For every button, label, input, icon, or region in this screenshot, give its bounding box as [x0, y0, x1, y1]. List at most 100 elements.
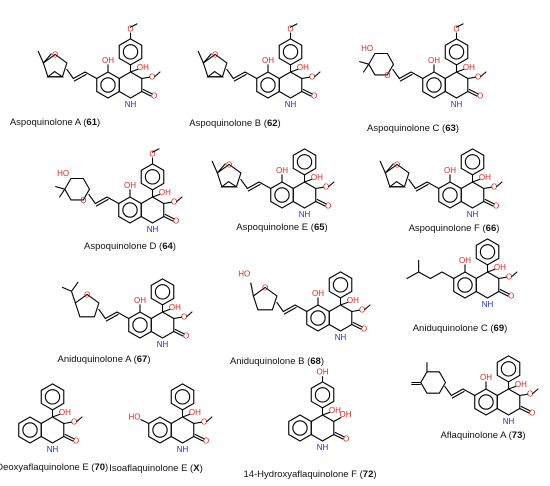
carbonyl-oxygen: O: [493, 202, 499, 211]
methoxy-oxygen: O: [359, 306, 365, 315]
ring-hydroxyl: HO: [57, 169, 69, 178]
lactam-nh: NH: [451, 100, 463, 109]
methoxy-oxygen: O: [323, 183, 329, 192]
hydroxyl-label: OH: [311, 173, 323, 182]
carbinol-hydroxyl: HO: [238, 269, 250, 278]
aryl-methoxy-oxygen: O: [149, 150, 155, 159]
carbonyl-oxygen: O: [343, 435, 349, 444]
carbonyl-oxygen: O: [529, 409, 535, 418]
ring-oxygen: O: [52, 50, 58, 59]
lactam-nh: NH: [47, 445, 59, 454]
lactam-nh: NH: [317, 443, 329, 452]
aryl-methoxy-oxygen: O: [287, 25, 293, 34]
hydroxyl-label: OH: [59, 408, 71, 417]
ring-hydroxyl: HO: [361, 44, 373, 53]
carbonyl-oxygen: O: [183, 332, 189, 341]
hydroxyl-label: OH: [137, 63, 149, 72]
compound-name-label: Aspoquinolone B (62): [189, 118, 280, 129]
compound-name-label: Aspoquinolone E (65): [236, 222, 327, 233]
carbonyl-oxygen: O: [173, 217, 179, 226]
methoxy-oxygen: O: [527, 390, 533, 399]
ring-oxygen: O: [80, 196, 86, 205]
methoxy-oxygen: O: [171, 198, 177, 207]
phenol-hydroxyl: OH: [428, 56, 440, 65]
hydroxyl-label: OH: [479, 173, 491, 182]
methoxy-oxygen: O: [181, 313, 187, 322]
carbonyl-oxygen: O: [477, 92, 483, 101]
carbonyl-oxygen: O: [151, 92, 157, 101]
hydroxyl-label: OH: [169, 303, 181, 312]
phenol-hydroxyl: OH: [480, 373, 492, 382]
hydroxyl-label: OH: [347, 296, 359, 305]
lactam-nh: NH: [177, 445, 189, 454]
hydroxyl-label: OH: [339, 410, 351, 419]
carbonyl-oxygen: O: [73, 437, 79, 446]
phenol-hydroxyl: OH: [262, 56, 274, 65]
hydroxyl-label: OH: [297, 63, 309, 72]
carbonyl-oxygen: O: [311, 92, 317, 101]
carbonyl-oxygen: O: [325, 202, 331, 211]
compound-name-label: 6-Deoxyaflaquinolone E (70): [0, 462, 108, 473]
hydroxyl-label: OH: [329, 406, 341, 415]
hydroxyl-label: OH: [189, 408, 201, 417]
methoxy-oxygen: O: [71, 418, 77, 427]
compound-name-label: Aniduquinolone B (68): [230, 356, 324, 367]
methoxy-oxygen: O: [201, 418, 207, 427]
carbonyl-oxygen: O: [361, 325, 367, 334]
compound-name-label: Aflaquinolone A (73): [440, 430, 525, 441]
compound-70: ONHOOH6-Deoxyaflaquinolone E (70): [0, 383, 108, 473]
hydroxyl-label: OH: [159, 188, 171, 197]
methoxy-oxygen: O: [491, 183, 497, 192]
ring-oxygen: O: [226, 160, 232, 169]
phenol-hydroxyl: OH: [444, 166, 456, 175]
phenol-hydroxyl: OH: [124, 181, 136, 190]
methoxy-oxygen: O: [149, 73, 155, 82]
ring-oxygen: O: [84, 290, 90, 299]
compound-name-label: Aspoquinolone D (64): [84, 241, 176, 252]
lactam-nh: NH: [482, 300, 494, 309]
lactam-nh: NH: [285, 100, 297, 109]
carbonyl-oxygen: O: [203, 437, 209, 446]
compound-name-label: 14-Hydroxyaflaquinolone F (72): [243, 469, 376, 480]
lactam-nh: NH: [157, 340, 169, 349]
lactam-nh: NH: [299, 210, 311, 219]
compound-name-label: Aspoquinolone C (63): [367, 123, 459, 134]
aryl-methoxy-oxygen: O: [127, 25, 133, 34]
aryl-methoxy-oxygen: O: [453, 25, 459, 34]
phenol-hydroxyl: OH: [312, 289, 324, 298]
phenol-hydroxyl: OH: [102, 56, 114, 65]
hydroxyl-label: OH: [494, 263, 506, 272]
compound-name-label: Aspoquinolone F (66): [409, 223, 500, 234]
lactam-nh: NH: [335, 333, 347, 342]
hydroxyl-label: OH: [463, 63, 475, 72]
compound-name-label: Aspoquinolone A (61): [10, 117, 100, 128]
hydroxyl-label: OH: [515, 380, 527, 389]
lactam-nh: NH: [467, 210, 479, 219]
compound-name-label: Aniduquinolone A (67): [58, 354, 151, 365]
lactam-nh: NH: [503, 417, 515, 426]
ring-oxygen: O: [262, 283, 268, 292]
phenol-hydroxyl: OH: [134, 296, 146, 305]
carbonyl-oxygen: O: [508, 292, 514, 301]
compound-name-label: Isoaflaquinolone E (X): [109, 463, 203, 474]
methoxy-oxygen: O: [475, 73, 481, 82]
ring-oxygen: O: [212, 50, 218, 59]
ring-oxygen: O: [394, 160, 400, 169]
lactam-nh: NH: [125, 100, 137, 109]
phenol-hydroxyl: OH: [459, 256, 471, 265]
phenol-hydroxyl: OH: [276, 166, 288, 175]
